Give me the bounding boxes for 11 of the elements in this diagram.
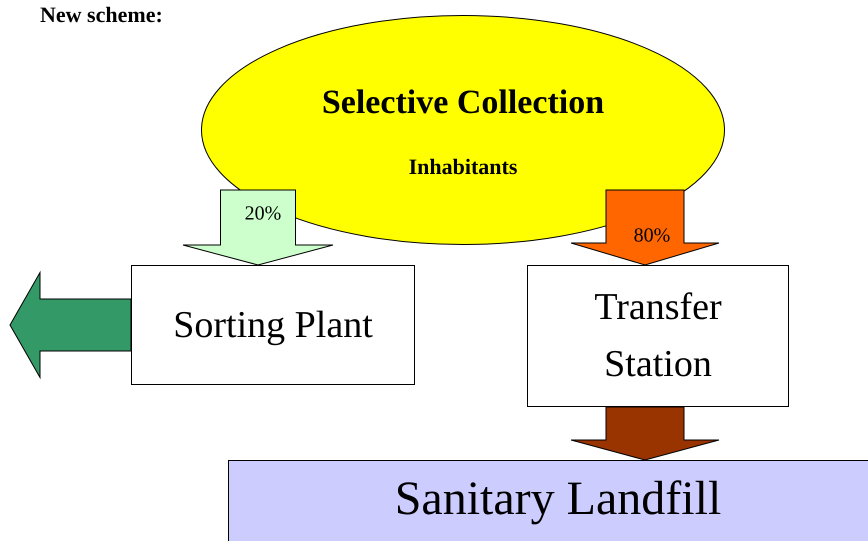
node-label: Selective Collection [322,83,604,123]
node-label: Sorting Plant [173,302,373,348]
node-label: Inhabitants [408,153,518,181]
title: New scheme: [40,2,163,28]
process-box [131,265,415,385]
process-box [527,265,789,407]
node-label: Transfer Station [593,285,723,387]
node-label: Sanitary Landfill [394,471,722,527]
process-box [228,460,868,541]
block-arrow [570,406,720,461]
block-arrow [9,270,132,380]
